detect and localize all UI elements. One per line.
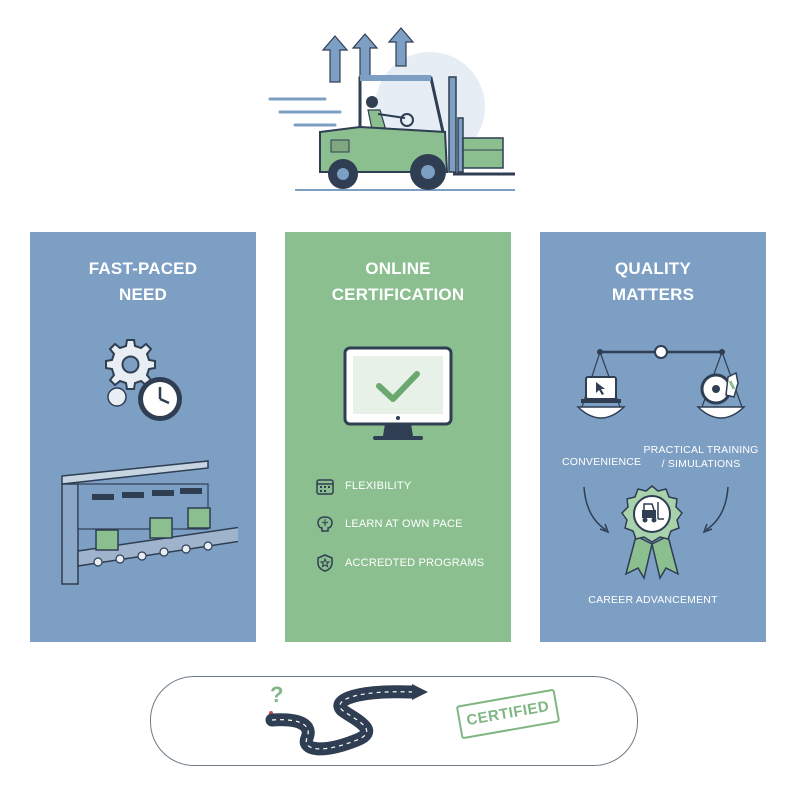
panel-quality-matters: QUALITY MATTERS CONVENIENCE PRACTICAL TR… [540,232,766,642]
conveyor-belt-icon [61,460,238,585]
calendar-icon [316,479,334,495]
feature-flexibility: FLEXIBILITY [315,476,411,496]
shield-star-icon [317,554,333,572]
feature-accredited-programs: ACCREDTED PROGRAMS [315,553,484,573]
laptop-icon [581,376,621,403]
forklift-illustration [268,27,515,191]
steering-wheel-icon [700,371,739,405]
winding-road-icon [265,684,428,756]
balance-scale-icon [576,345,746,419]
career-advancement-label: CAREER ADVANCEMENT [588,594,718,606]
panel-online-certification: ONLINE CERTIFICATION FLEXIBILITY LEARN A… [285,232,511,642]
brain-icon [317,516,333,532]
question-mark: ? [270,682,284,707]
practical-training-label: PRACTICAL TRAINING / SIMULATIONS [643,444,759,470]
convenience-label: CONVENIENCE [562,456,642,468]
feature-learn-at-own-pace: LEARN AT OWN PACE [315,514,463,534]
monitor-check-icon [343,346,453,440]
forklift-icon [642,502,664,523]
gear-clock-icon [105,339,182,421]
curved-arrows-icon [583,486,729,534]
up-arrows-icon [321,27,415,83]
panel-title: QUALITY MATTERS [611,259,695,304]
award-badge-icon [621,485,683,580]
panel-title: ONLINE CERTIFICATION [331,259,465,304]
panel-fast-paced-need: FAST-PACED NEED [30,232,256,642]
panel-title: FAST-PACED NEED [88,259,198,304]
